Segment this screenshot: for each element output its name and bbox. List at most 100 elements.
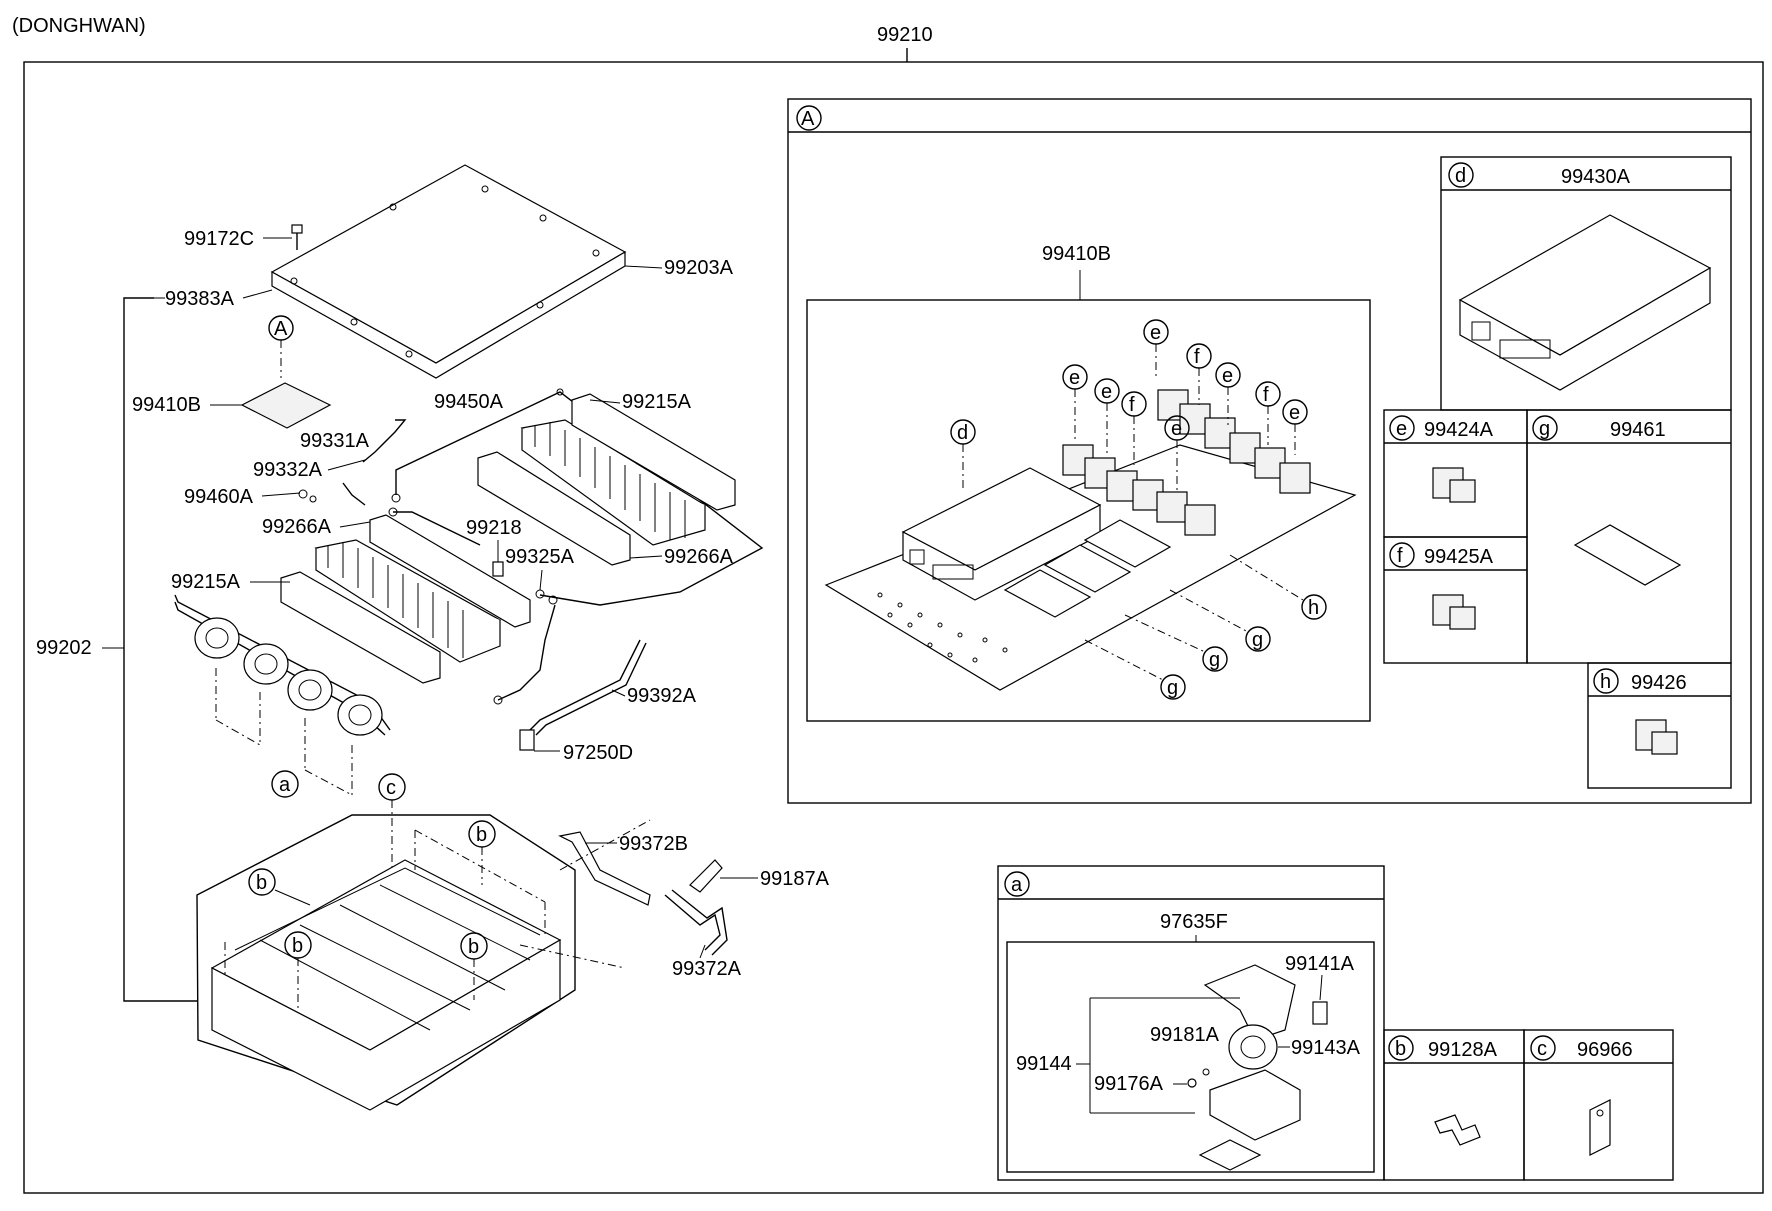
- marker-h: h: [1308, 597, 1319, 619]
- callout-99218: 99218: [466, 517, 522, 539]
- panel-e-letter: e: [1396, 418, 1407, 440]
- detail-c-panel: c 96966: [1523, 1029, 1674, 1181]
- detail-A-board-frame: [806, 299, 1371, 722]
- marker-b-1-letter: b: [476, 824, 487, 846]
- plate-99266A-left: [369, 514, 531, 628]
- panel-g-letter: g: [1539, 418, 1550, 440]
- callout-99450A: 99450A: [434, 391, 504, 413]
- detail-A-panel: A 99410B d e: [787, 98, 1752, 804]
- marker-f-2: f: [1129, 394, 1135, 416]
- marker-c-letter: c: [386, 777, 396, 799]
- callout-99143A: 99143A: [1291, 1037, 1361, 1059]
- callout-97250D: 97250D: [563, 742, 633, 764]
- top-cover: [270, 164, 627, 379]
- panel-f-letter: f: [1397, 545, 1403, 567]
- detail-a-letter: a: [1011, 874, 1023, 896]
- callout-99202: 99202: [36, 637, 92, 659]
- base-tray: [196, 814, 576, 1111]
- detail-b-part: 99128A: [1428, 1039, 1498, 1061]
- fan-assembly: [174, 594, 391, 736]
- marker-d-letter: d: [957, 422, 968, 444]
- marker-e-6: e: [1171, 418, 1182, 440]
- callout-99187A: 99187A: [760, 868, 830, 890]
- detail-A-letter: A: [801, 108, 815, 130]
- assembly-number: 99210: [877, 24, 933, 46]
- detail-b-letter: b: [1395, 1038, 1406, 1060]
- detail-c-letter: c: [1537, 1038, 1547, 1060]
- marker-a-letter: a: [279, 774, 291, 796]
- panel-d: d 99430A: [1440, 156, 1732, 411]
- marker-g-3: g: [1167, 677, 1178, 699]
- callout-99331A: 99331A: [300, 430, 370, 452]
- callout-99410B: 99410B: [132, 394, 201, 416]
- marker-b-2: [248, 868, 276, 896]
- callout-99372A: 99372A: [672, 958, 742, 980]
- plate-99266A-right: [477, 451, 631, 566]
- callout-99141A: 99141A: [1285, 953, 1355, 975]
- detail-A-board-label: 99410B: [1042, 243, 1111, 265]
- marker-b-4-letter: b: [468, 936, 479, 958]
- bracket-96966: [1589, 1099, 1611, 1156]
- callout-99266A-right: 99266A: [664, 546, 734, 568]
- plate-99215A-left: [280, 571, 441, 684]
- marker-f-3: f: [1263, 384, 1269, 406]
- marker-b-3-letter: b: [292, 935, 303, 957]
- panel-h: h 99426: [1587, 662, 1732, 789]
- detail-c-part: 96966: [1577, 1039, 1633, 1061]
- heat-exchanger-bottom: [314, 539, 502, 663]
- panel-e-part: 99424A: [1424, 419, 1494, 441]
- detail-a-assembly: 97635F: [1160, 911, 1228, 933]
- panel-f-part: 99425A: [1424, 546, 1494, 568]
- marker-e-4: e: [1222, 365, 1233, 387]
- fan-housing-bottom: [1209, 1069, 1301, 1141]
- callout-99383A: 99383A: [165, 288, 235, 310]
- callout-99176A: 99176A: [1094, 1073, 1164, 1095]
- marker-A-letter: A: [274, 318, 288, 340]
- maker-label: (DONGHWAN): [12, 15, 146, 37]
- panel-e: e 99424A: [1383, 409, 1528, 538]
- marker-b-2-letter: b: [256, 872, 267, 894]
- callout-99215A-left: 99215A: [171, 571, 241, 593]
- marker-e-2: e: [1069, 367, 1080, 389]
- callout-99372B: 99372B: [619, 833, 688, 855]
- callout-99172C: 99172C: [184, 228, 254, 250]
- fan-wheel-99143A: [1228, 1024, 1278, 1070]
- panel-h-part: 99426: [1631, 672, 1687, 694]
- callout-99325A: 99325A: [505, 546, 575, 568]
- panel-d-letter: d: [1455, 165, 1466, 187]
- panel-d-part: 99430A: [1561, 166, 1631, 188]
- marker-a: [271, 770, 299, 798]
- detail-a-panel: a 97635F 99141A 99144 99181A 99143A 9917…: [997, 865, 1385, 1181]
- marker-e-3: e: [1101, 381, 1112, 403]
- clip-99128A: [1434, 1114, 1481, 1146]
- detail-b-panel: b 99128A: [1383, 1029, 1525, 1181]
- callout-99215A-top: 99215A: [622, 391, 692, 413]
- panel-g: g 99461: [1526, 409, 1732, 664]
- heat-exchanger-top: [520, 419, 707, 546]
- board-99410B: [240, 382, 332, 429]
- gasket: [1198, 1139, 1262, 1171]
- clip-99187A: [689, 859, 723, 893]
- marker-g-2: g: [1209, 649, 1220, 671]
- fan-housing-top: [1203, 964, 1296, 1041]
- hose-99372B: [558, 831, 651, 906]
- callout-99181A: 99181A: [1150, 1024, 1220, 1046]
- panel-f: f 99425A: [1383, 536, 1528, 664]
- panel-g-part: 99461: [1610, 419, 1666, 441]
- plate-99215A-top: [571, 393, 736, 511]
- callout-99392A: 99392A: [627, 685, 697, 707]
- motor-99141A: [1312, 1001, 1328, 1025]
- hose-99372A: [664, 894, 721, 951]
- callout-99332A: 99332A: [253, 459, 323, 481]
- callout-99266A-left: 99266A: [262, 516, 332, 538]
- callout-99203A: 99203A: [664, 257, 734, 279]
- callout-99144: 99144: [1016, 1053, 1072, 1075]
- marker-e-5: e: [1289, 402, 1300, 424]
- marker-g-1: g: [1252, 629, 1263, 651]
- relays: [1062, 389, 1311, 536]
- marker-e-1: e: [1150, 322, 1161, 344]
- panel-h-letter: h: [1600, 671, 1611, 693]
- outer-frame: [23, 61, 1764, 1194]
- callout-99460A: 99460A: [184, 486, 254, 508]
